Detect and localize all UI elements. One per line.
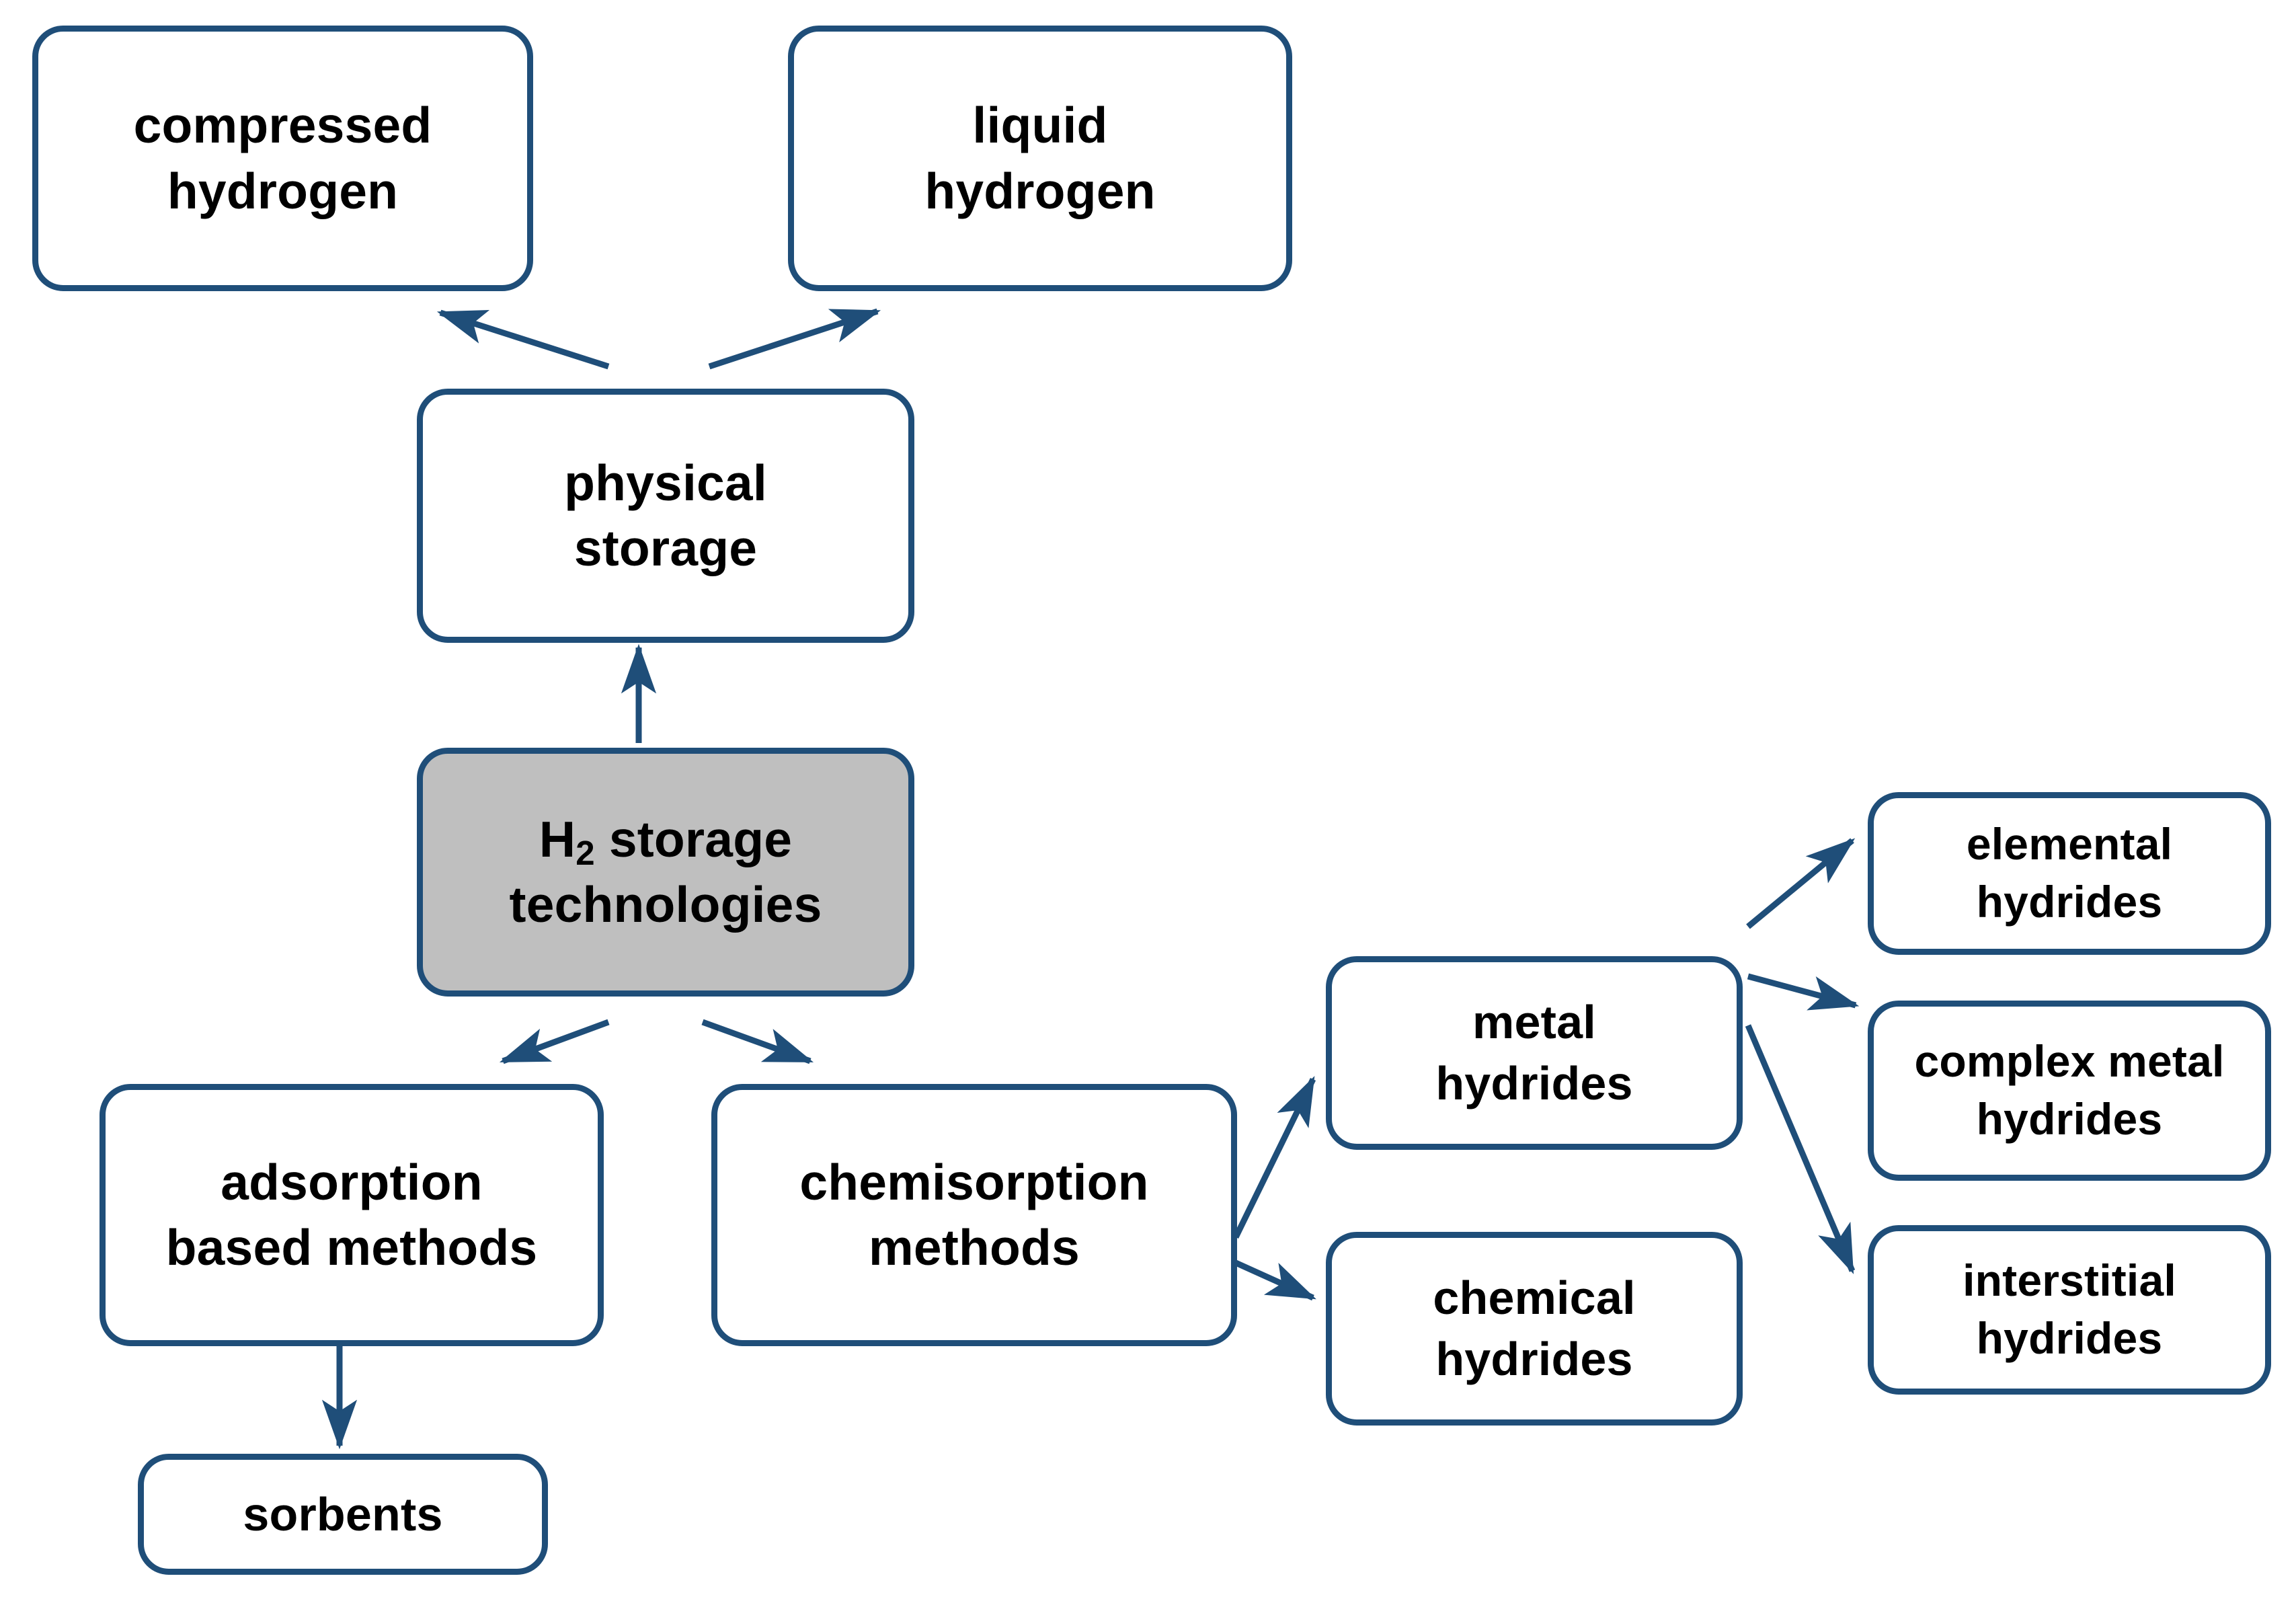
node-physical-storage[interactable]: physical storage bbox=[417, 389, 914, 643]
node-label: chemical hydrides bbox=[1433, 1272, 1636, 1385]
node-liquid-hydrogen[interactable]: liquid hydrogen bbox=[788, 26, 1292, 291]
node-label: adsorption based methods bbox=[165, 1153, 538, 1276]
node-chemical-hydrides[interactable]: chemical hydrides bbox=[1326, 1232, 1743, 1426]
node-label: complex metal hydrides bbox=[1914, 1036, 2225, 1144]
node-sorbents[interactable]: sorbents bbox=[138, 1454, 548, 1575]
edge-metal-to-elemental bbox=[1746, 838, 1856, 929]
node-label: interstitial hydrides bbox=[1963, 1255, 2176, 1363]
edge-root-to-adsorption bbox=[499, 1019, 610, 1064]
edge-physical-to-compressed bbox=[436, 309, 610, 370]
node-label: sorbents bbox=[243, 1487, 443, 1540]
node-elemental-hydrides[interactable]: elemental hydrides bbox=[1868, 792, 2271, 955]
node-label: elemental hydrides bbox=[1966, 819, 2173, 927]
node-chemisorption-methods[interactable]: chemisorption methods bbox=[711, 1084, 1237, 1346]
node-label: liquid hydrogen bbox=[924, 97, 1156, 219]
edge-chemisorption-to-chemical bbox=[1234, 1259, 1316, 1301]
edge-chemisorption-to-metal bbox=[1232, 1076, 1316, 1239]
h2-subscript: 2 bbox=[576, 833, 595, 872]
h2-technologies-word: technologies bbox=[509, 876, 822, 933]
node-label: physical storage bbox=[564, 454, 767, 577]
edge-metal-to-complex bbox=[1747, 973, 1860, 1011]
h2-storage-word: storage bbox=[594, 810, 793, 867]
node-metal-hydrides[interactable]: metal hydrides bbox=[1326, 956, 1743, 1150]
edge-physical-to-liquid bbox=[708, 308, 881, 370]
node-complex-metal-hydrides[interactable]: complex metal hydrides bbox=[1868, 1001, 2271, 1181]
node-label: H2 storage technologies bbox=[503, 807, 829, 938]
h2-symbol: H bbox=[539, 810, 576, 867]
node-label: compressed hydrogen bbox=[133, 97, 432, 219]
edge-root-to-chemisorption bbox=[701, 1019, 814, 1064]
node-interstitial-hydrides[interactable]: interstitial hydrides bbox=[1868, 1225, 2271, 1395]
node-label: chemisorption methods bbox=[799, 1153, 1149, 1276]
edge-metal-to-interstitial bbox=[1745, 1024, 1856, 1274]
node-compressed-hydrogen[interactable]: compressed hydrogen bbox=[32, 26, 533, 291]
node-adsorption-based-methods[interactable]: adsorption based methods bbox=[100, 1084, 604, 1346]
node-h2-storage-technologies[interactable]: H2 storage technologies bbox=[417, 748, 914, 997]
node-label: metal hydrides bbox=[1435, 996, 1633, 1109]
